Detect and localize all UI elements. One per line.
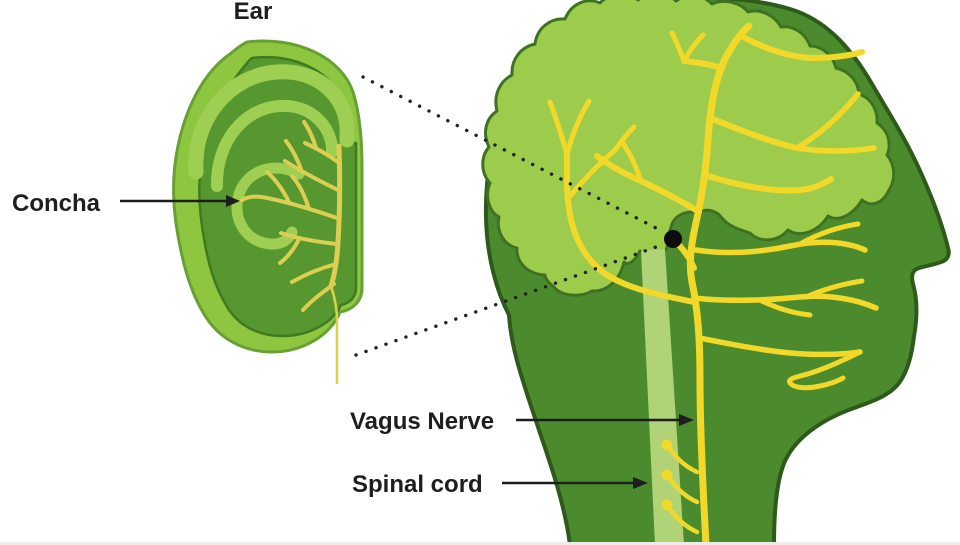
ear-twig (284, 139, 304, 174)
ear-nerve-trunk (328, 143, 343, 289)
head-illustration (481, 0, 951, 545)
ear-concha-hook (231, 162, 305, 250)
brain-branch-right-mid (707, 115, 800, 151)
ear-twig (290, 174, 310, 208)
ear-branch-concha (240, 194, 339, 220)
brain-twig (681, 32, 706, 64)
face-branch-middle (691, 293, 879, 311)
ear-branch (301, 282, 336, 312)
face-branch-upper (693, 239, 868, 256)
spinal-hook-dot (661, 439, 673, 451)
bottom-edge-shadow (0, 542, 960, 545)
brain-twig (794, 145, 877, 154)
ear-branch (303, 141, 340, 164)
ear-branch (283, 159, 340, 192)
spinal-nerve-hooks (661, 439, 700, 535)
brain-twig (613, 124, 637, 152)
spinal-hook-dot (661, 469, 673, 481)
face-twig (757, 297, 813, 318)
brain-branch-right-low (705, 173, 834, 194)
spinal-cord-label: Spinal cord (352, 471, 483, 498)
spinal-arrow-head (633, 477, 648, 489)
vagus-origin-dot (664, 230, 682, 248)
ear-twig (278, 237, 301, 265)
vagus-nerve-label: Vagus Nerve (350, 408, 494, 435)
brain-branch-top-left (681, 58, 725, 71)
ear-branch (290, 262, 338, 284)
ear-illustration (172, 39, 364, 385)
face-branch-curl (787, 349, 863, 391)
concha-label: Concha (12, 190, 101, 217)
brain-twig (568, 146, 619, 198)
spinal-cord-stripe (641, 249, 684, 545)
ear-twig (265, 170, 291, 204)
brain-twig (619, 139, 644, 184)
ear-twig (302, 120, 318, 150)
vagus-nerve-trunk (686, 22, 753, 545)
brain-twig (564, 98, 592, 158)
brain-branch-top-right (742, 35, 865, 61)
ear-nerve-drop-line (329, 284, 339, 385)
brain-twig (794, 91, 861, 151)
ear-nerve-tree (240, 120, 343, 385)
face-twig (803, 278, 865, 300)
face-branch-lower (696, 335, 863, 358)
face-twig (797, 221, 861, 247)
vagus-nerve-tree (547, 22, 879, 545)
ear-antihelix-arc (210, 99, 338, 192)
concha-arrow-head (226, 195, 240, 207)
zoom-dotted-line-bottom (354, 245, 658, 357)
ear-label: Ear (234, 0, 273, 25)
ear-branch (279, 231, 339, 246)
brain-branch-left-long (564, 149, 697, 305)
ear-helix-arc (188, 64, 355, 180)
spinal-hook-dot (661, 499, 673, 511)
vagus-arrow-head (679, 414, 694, 426)
zoom-dotted-line-top (361, 75, 660, 231)
